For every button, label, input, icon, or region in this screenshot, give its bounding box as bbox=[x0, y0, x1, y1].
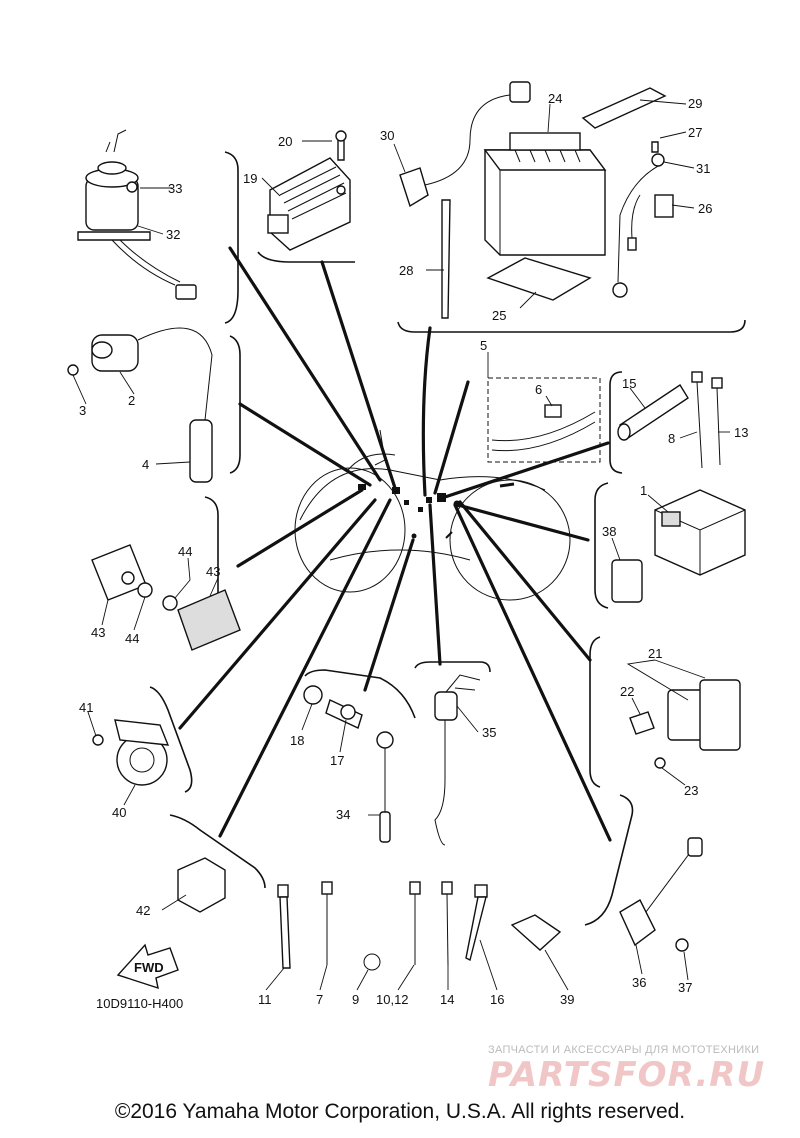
breather-hose bbox=[441, 199, 451, 319]
fwd-label: FWD bbox=[134, 960, 164, 975]
callout-43b: 43 bbox=[91, 625, 105, 640]
callout-38: 38 bbox=[602, 524, 616, 539]
copyright-notice: ©2016 Yamaha Motor Corporation, U.S.A. A… bbox=[114, 1100, 686, 1123]
connector-mark bbox=[358, 484, 366, 490]
callout-20: 20 bbox=[278, 134, 292, 149]
callouts: 33 32 20 19 30 24 29 27 31 26 28 25 3 2 … bbox=[79, 91, 748, 1007]
callout-19: 19 bbox=[243, 171, 257, 186]
callout-7: 7 bbox=[316, 992, 323, 1007]
callout-13: 13 bbox=[734, 425, 748, 440]
drawing-code: 10D9110-H400 bbox=[96, 996, 184, 1011]
callout-9: 9 bbox=[352, 992, 359, 1007]
callout-32: 32 bbox=[166, 227, 180, 242]
connector-mark bbox=[499, 482, 515, 488]
frame-silhouette bbox=[294, 429, 571, 601]
callout-17: 17 bbox=[330, 753, 344, 768]
watermark-logo: PARTSFOR.RU bbox=[488, 1055, 766, 1095]
connector-mark bbox=[404, 500, 409, 505]
callout-21: 21 bbox=[648, 646, 662, 661]
group-brackets bbox=[149, 151, 746, 926]
harness-protector bbox=[617, 384, 689, 441]
relay-38 bbox=[611, 559, 643, 603]
lead-36 bbox=[619, 837, 703, 952]
relay-42 bbox=[177, 857, 226, 913]
callout-6: 6 bbox=[535, 382, 542, 397]
callout-40: 40 bbox=[112, 805, 126, 820]
callout-3: 3 bbox=[79, 403, 86, 418]
lead-34 bbox=[376, 731, 394, 843]
callout-10-12: 10,12 bbox=[376, 992, 409, 1007]
callout-43a: 43 bbox=[206, 564, 220, 579]
connector-mark bbox=[411, 533, 417, 539]
callout-34: 34 bbox=[336, 807, 350, 822]
callout-4: 4 bbox=[142, 457, 149, 472]
reflectors bbox=[91, 544, 241, 651]
callout-25: 25 bbox=[492, 308, 506, 323]
callout-18: 18 bbox=[290, 733, 304, 748]
ignition-coil bbox=[67, 327, 213, 483]
battery bbox=[483, 132, 607, 256]
battery-cable-minus bbox=[612, 141, 674, 298]
starter-relay bbox=[629, 679, 741, 769]
callout-28: 28 bbox=[399, 263, 413, 278]
callout-23: 23 bbox=[684, 783, 698, 798]
battery-band bbox=[581, 87, 667, 129]
connector-mark bbox=[392, 487, 400, 494]
callout-29: 29 bbox=[688, 96, 702, 111]
connector-mark bbox=[437, 493, 446, 502]
callout-31: 31 bbox=[696, 161, 710, 176]
connector-mark bbox=[426, 497, 432, 503]
wire-harness bbox=[487, 377, 601, 463]
callout-30: 30 bbox=[380, 128, 394, 143]
callout-44a: 44 bbox=[178, 544, 192, 559]
horn bbox=[92, 719, 170, 786]
neutral-switch bbox=[303, 685, 363, 729]
switch-35 bbox=[434, 674, 481, 846]
callout-2: 2 bbox=[128, 393, 135, 408]
callout-36: 36 bbox=[632, 975, 646, 990]
callout-5: 5 bbox=[480, 338, 487, 353]
battery-pad bbox=[486, 257, 592, 301]
callout-42: 42 bbox=[136, 903, 150, 918]
callout-11: 11 bbox=[258, 992, 272, 1007]
callout-16: 16 bbox=[490, 992, 504, 1007]
leader-lines bbox=[72, 99, 730, 991]
fwd-arrow: FWD bbox=[116, 943, 179, 990]
callout-8: 8 bbox=[668, 431, 675, 446]
connector-mark bbox=[418, 507, 423, 512]
callout-26: 26 bbox=[698, 201, 712, 216]
callout-14: 14 bbox=[440, 992, 454, 1007]
clamps-row bbox=[277, 881, 562, 971]
callout-33: 33 bbox=[168, 181, 182, 196]
main-switch bbox=[77, 129, 197, 300]
harness-wires bbox=[178, 246, 612, 842]
callout-44b: 44 bbox=[125, 631, 139, 646]
connector-mark bbox=[445, 531, 453, 539]
callout-35: 35 bbox=[482, 725, 496, 740]
callout-37: 37 bbox=[678, 980, 692, 995]
callout-1: 1 bbox=[640, 483, 647, 498]
battery-cable-plus bbox=[399, 81, 531, 208]
callout-41: 41 bbox=[79, 700, 93, 715]
callout-39: 39 bbox=[560, 992, 574, 1007]
cable-ties bbox=[691, 371, 723, 469]
callout-24: 24 bbox=[548, 91, 562, 106]
callout-15: 15 bbox=[622, 376, 636, 391]
callout-27: 27 bbox=[688, 125, 702, 140]
watermark-tagline: ЗАПЧАСТИ И АКСЕССУАРЫ ДЛЯ МОТОТЕХНИКИ bbox=[488, 1044, 760, 1056]
rectifier-regulator bbox=[267, 130, 351, 251]
cdi-unit bbox=[654, 489, 746, 576]
callout-22: 22 bbox=[620, 684, 634, 699]
